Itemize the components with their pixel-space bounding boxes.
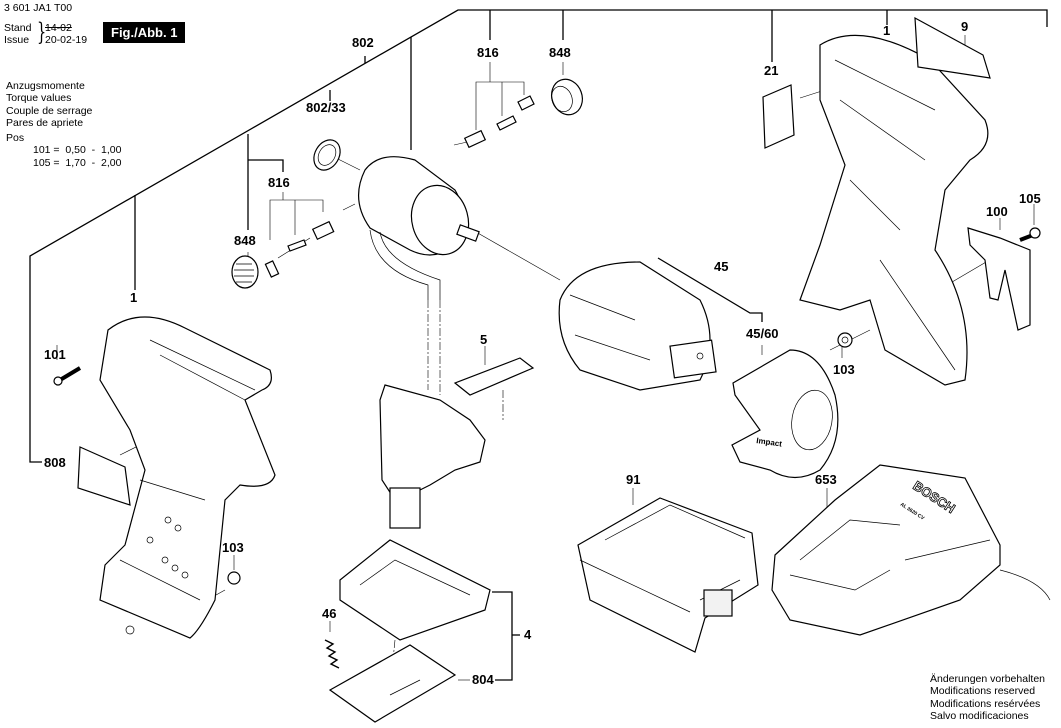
part-brush-set-816-top <box>463 95 535 149</box>
part-o-ring-802-33 <box>313 139 341 171</box>
part-2-cover-plate-808 <box>77 446 131 506</box>
part-impact-cover-45-60: Impact <box>731 349 839 479</box>
torque-table: Anzugsmomente Torque values Couple de se… <box>6 80 121 169</box>
part-cap-848-top <box>551 78 583 116</box>
part-battery-91 <box>577 497 759 653</box>
callout-848-left[interactable]: 848 <box>234 233 256 248</box>
callout-45[interactable]: 45 <box>714 259 729 274</box>
part-motor-802 <box>357 156 480 300</box>
callout-804[interactable]: 804 <box>472 672 494 687</box>
callout-1-left[interactable]: 1 <box>130 290 138 305</box>
figure-badge: Fig./Abb. 1 <box>103 22 186 43</box>
leader-816-left-branch <box>248 159 284 172</box>
notice-de: Änderungen vorbehalten <box>930 673 1046 685</box>
callout-9[interactable]: 9 <box>961 19 969 34</box>
torque-title-en: Torque values <box>6 92 72 105</box>
document-number: 3 601 JA1 T00 <box>4 2 73 14</box>
issue-labels: Stand Issue <box>4 22 31 46</box>
callout-4[interactable]: 4 <box>524 627 532 642</box>
callout-91[interactable]: 91 <box>626 472 641 487</box>
torque-title-es: Pares de apriete <box>6 116 84 129</box>
callout-100[interactable]: 100 <box>986 204 1008 219</box>
torque-pos-label: Pos <box>6 132 25 145</box>
impact-cover-text: Impact <box>756 436 783 449</box>
torque-title-de: Anzugsmomente <box>6 80 85 92</box>
callout-816-left[interactable]: 816 <box>268 175 290 190</box>
part-nut-103-right <box>837 332 853 348</box>
notice-en: Modifications reserved <box>930 685 1036 698</box>
brace-glyph: } <box>37 18 47 46</box>
part-label-9 <box>914 16 991 79</box>
part-switch-5 <box>379 357 535 529</box>
issue-date: 20-02-19 <box>45 34 88 46</box>
callout-101[interactable]: 101 <box>44 347 66 362</box>
part-housing-left-1 <box>99 316 276 639</box>
stand-label: Stand <box>4 22 32 34</box>
part-nut-103-left <box>227 571 241 585</box>
callout-103-right[interactable]: 103 <box>833 362 855 377</box>
part-spring-46 <box>324 639 340 669</box>
callout-5[interactable]: 5 <box>480 332 488 347</box>
issue-label: Issue <box>4 34 30 46</box>
part-battery-plate-804 <box>328 644 457 723</box>
callout-808[interactable]: 808 <box>44 455 66 470</box>
part-brush-set-816-left <box>264 220 335 278</box>
callout-103-left[interactable]: 103 <box>222 540 244 555</box>
part-screw-101 <box>53 366 82 386</box>
modifications-notice: Änderungen vorbehalten Modifications res… <box>930 673 1045 723</box>
torque-row-105: 105 = 1,70 - 2,00 <box>33 156 122 169</box>
callout-21[interactable]: 21 <box>764 63 779 78</box>
notice-es: Salvo modificaciones <box>930 710 1029 723</box>
callout-802-33[interactable]: 802/33 <box>306 100 346 115</box>
callout-816-top[interactable]: 816 <box>477 45 499 60</box>
part-screw-105 <box>1019 227 1041 242</box>
torque-row-101: 101 = 0,50 - 1,00 <box>33 144 122 157</box>
part-belt-clip-100 <box>967 227 1031 331</box>
leader-main-tree <box>29 9 1048 463</box>
part-gear-housing-45 <box>558 261 717 391</box>
notice-fr: Modifications resérvées <box>930 697 1041 710</box>
part-charger-653: BOSCH AL 3620 CV <box>771 464 1051 636</box>
old-date: 14-02 <box>45 22 72 34</box>
callout-848-top[interactable]: 848 <box>549 45 571 60</box>
callout-45-60[interactable]: 45/60 <box>746 326 779 341</box>
callout-1-right[interactable]: 1 <box>883 23 891 38</box>
callout-802[interactable]: 802 <box>352 35 374 50</box>
callout-46[interactable]: 46 <box>322 606 337 621</box>
torque-title-fr: Couple de serrage <box>6 104 93 117</box>
part-cap-848-left <box>231 255 259 289</box>
callout-653[interactable]: 653 <box>815 472 837 487</box>
callout-105[interactable]: 105 <box>1019 191 1041 206</box>
part-electronics-module-4 <box>339 539 491 641</box>
part-housing-right-1 <box>799 34 989 386</box>
part-label-21 <box>762 84 795 149</box>
leader-lines <box>29 9 1048 463</box>
